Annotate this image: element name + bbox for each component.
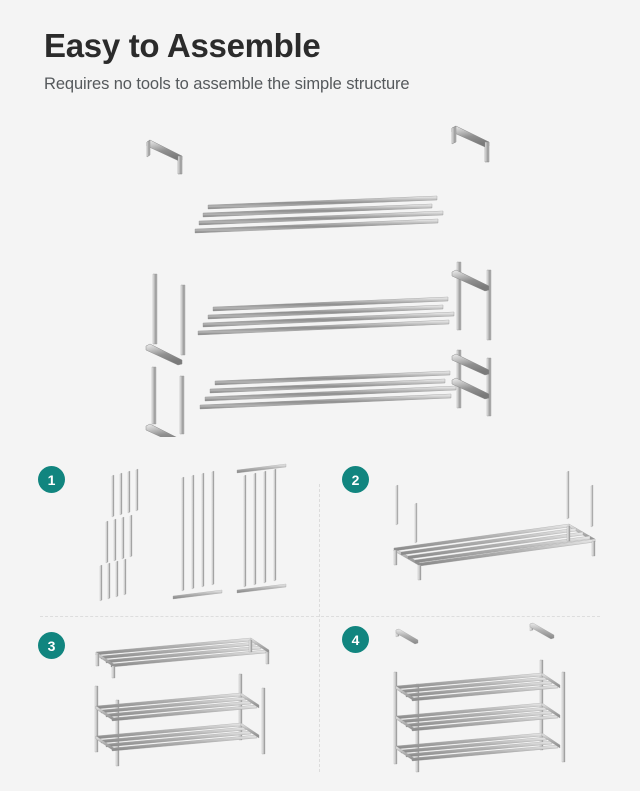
shelf-rails-tier-1 <box>194 195 444 234</box>
corner-connector-left-low <box>145 423 177 437</box>
parts-group-b <box>172 470 223 600</box>
parts-group-a <box>99 468 139 602</box>
three-tier-rack <box>393 659 566 773</box>
step-panel-3: 3 <box>34 628 334 776</box>
step-panel-2: 2 <box>338 460 638 608</box>
corner-connector-right-bottom <box>451 377 490 400</box>
step-badge-4: 4 <box>342 626 369 653</box>
step-badge-2: 2 <box>342 466 369 493</box>
shelf-rails-tier-2 <box>197 296 455 336</box>
post-left-upper-back <box>152 273 158 345</box>
post-left-mid-front <box>179 375 185 435</box>
right-frame-parts <box>451 125 492 417</box>
step-art-single-shelf <box>338 460 638 608</box>
assembled-shelf <box>393 523 596 581</box>
header: Easy to Assemble Requires no tools to as… <box>44 27 604 94</box>
floating-shelf <box>95 637 270 679</box>
left-frame-parts <box>145 139 186 437</box>
step-panel-4: 4 <box>338 622 638 773</box>
post-right-mid-back <box>456 349 462 409</box>
post-right-upper-front <box>486 269 492 341</box>
page-subtitle: Requires no tools to assemble the simple… <box>44 74 410 93</box>
vertical-divider <box>319 484 320 772</box>
step-art-loose-tubes <box>34 460 334 608</box>
page-title: Easy to Assemble <box>44 27 321 64</box>
two-tier-rack <box>94 673 266 767</box>
loose-posts <box>395 470 594 544</box>
shelf-rails-tier-3 <box>199 370 457 410</box>
corner-connectors-floating <box>395 622 555 645</box>
step-badge-1: 1 <box>38 466 65 493</box>
corner-connector-left-top <box>146 139 183 175</box>
corner-connector-right-top <box>451 125 490 163</box>
parts-group-c <box>236 463 287 594</box>
corner-connector-right-low <box>451 353 490 376</box>
horizontal-divider <box>40 616 600 617</box>
post-right-mid-front <box>486 357 492 417</box>
step-art-three-tier <box>338 622 638 773</box>
step-badge-3: 3 <box>38 632 65 659</box>
post-left-upper-front <box>180 284 186 356</box>
post-left-mid-back <box>151 366 157 425</box>
step-panel-1: 1 <box>34 460 334 608</box>
exploded-assembly-diagram <box>0 112 640 437</box>
step-art-two-tier <box>34 628 334 776</box>
corner-connector-right-mid <box>451 269 490 292</box>
corner-connector-left-mid <box>145 343 183 366</box>
